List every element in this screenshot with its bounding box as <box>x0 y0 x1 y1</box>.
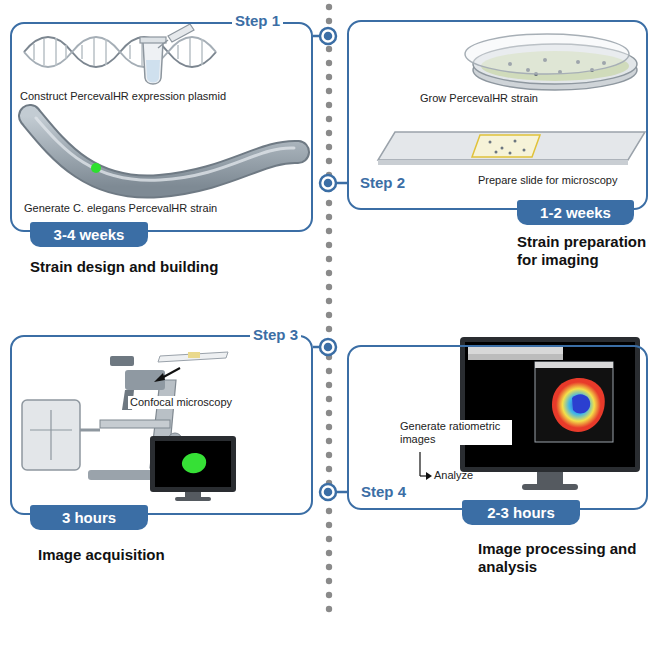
duration-tab: 1-2 weeks <box>517 200 634 225</box>
illustration-caption: Generate ratiometric images <box>398 420 512 445</box>
step-title: Strain preparation for imaging <box>517 233 657 269</box>
duration-text: 1-2 weeks <box>540 204 611 221</box>
step-panel: Step 1Construct PercevalHR expression pl… <box>10 22 313 232</box>
illustration-caption: Generate C. elegans PercevalHR strain <box>24 202 244 215</box>
step-title: Image acquisition <box>38 546 278 564</box>
step-label: Step 1 <box>232 12 283 29</box>
step-panel: Step 3Confocal microscopy3 hours <box>10 335 313 515</box>
step-label: Step 4 <box>358 483 409 500</box>
step-label: Step 2 <box>357 174 408 191</box>
duration-text: 3 hours <box>62 509 116 526</box>
duration-tab: 3-4 weeks <box>30 222 148 247</box>
duration-text: 2-3 hours <box>487 504 555 521</box>
step-panel: Step 2 Grow PercevalHR strainPrepare slid… <box>347 20 648 210</box>
step-title: Image processing and analysis <box>478 540 653 576</box>
duration-tab: 2-3 hours <box>462 500 580 525</box>
illustration-caption: Construct PercevalHR expression plasmid <box>20 90 230 103</box>
step-panel: Step 4 Generate ratiometric imagesAnalyze… <box>347 345 648 510</box>
duration-tab: 3 hours <box>30 505 148 530</box>
illustration-caption: Prepare slide for microscopy <box>478 174 638 187</box>
step-title: Strain design and building <box>30 258 290 276</box>
illustration-caption: Analyze <box>434 469 473 482</box>
illustration-caption: Confocal microscopy <box>128 396 242 409</box>
illustration-caption: Grow PercevalHR strain <box>420 92 600 105</box>
duration-text: 3-4 weeks <box>54 226 125 243</box>
step-label: Step 3 <box>250 326 301 343</box>
